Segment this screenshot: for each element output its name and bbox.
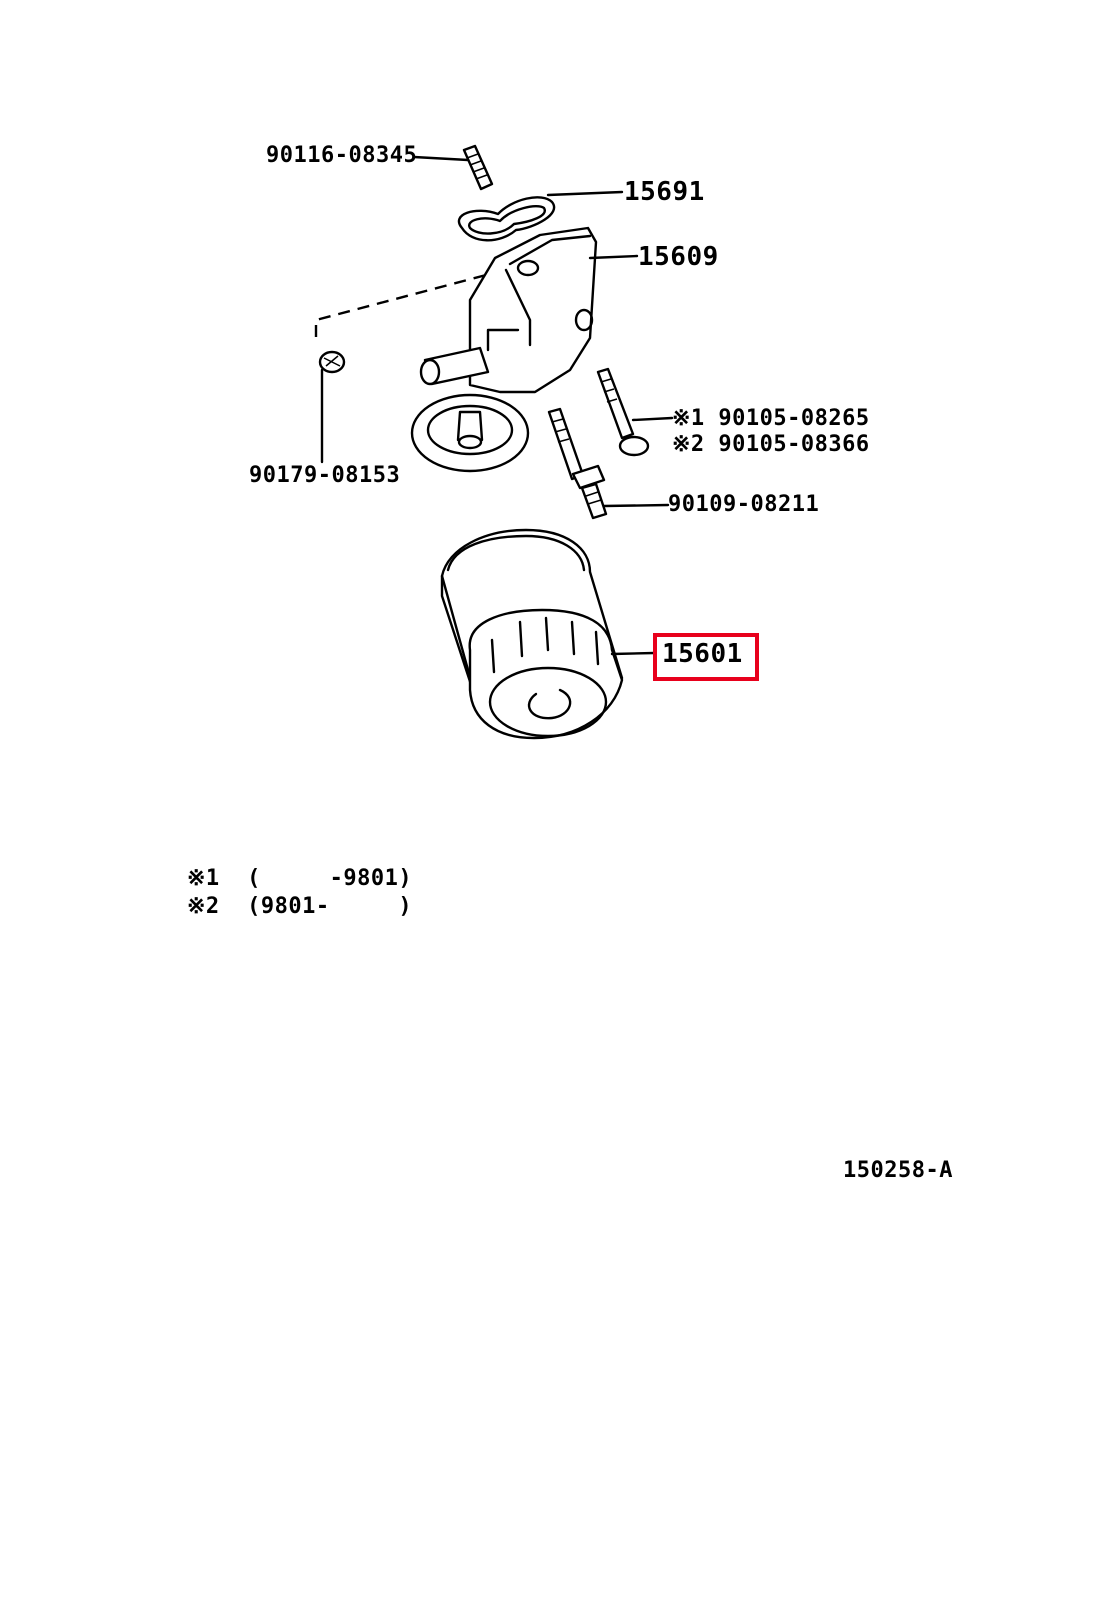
highlight-box — [653, 633, 759, 681]
oil-filter-drawing — [440, 528, 624, 740]
bolt-3-drawing — [547, 407, 608, 520]
label-bolt-1[interactable]: ※1 90105-08265 — [672, 406, 870, 431]
bracket-drawing — [410, 226, 598, 473]
label-plug[interactable]: 90179-08153 — [249, 463, 401, 488]
label-stud-bolt[interactable]: 90116-08345 — [266, 143, 418, 168]
stud-bolt-drawing — [462, 144, 494, 191]
leader-stud-bolt — [412, 155, 470, 162]
leader-bracket — [588, 254, 639, 260]
gasket-drawing — [457, 196, 556, 242]
bolt-1-2-drawing — [596, 367, 650, 457]
leader-gasket — [546, 190, 624, 197]
leader-bolt-3 — [602, 503, 670, 508]
label-bracket[interactable]: 15609 — [638, 242, 719, 272]
leader-bolt-1-2 — [631, 416, 674, 422]
plug-drawing — [318, 350, 346, 374]
note-2: ※2 (9801- ) — [187, 894, 413, 919]
leader-oil-filter — [610, 651, 656, 656]
label-oil-filter[interactable]: 15601 — [662, 639, 743, 669]
label-bolt-3[interactable]: 90109-08211 — [668, 492, 820, 517]
figure-code: 150258-A — [843, 1158, 953, 1183]
dashed-leader — [314, 272, 491, 337]
note-1: ※1 ( -9801) — [187, 866, 413, 891]
label-bolt-2[interactable]: ※2 90105-08366 — [672, 432, 870, 457]
label-gasket[interactable]: 15691 — [624, 177, 705, 207]
